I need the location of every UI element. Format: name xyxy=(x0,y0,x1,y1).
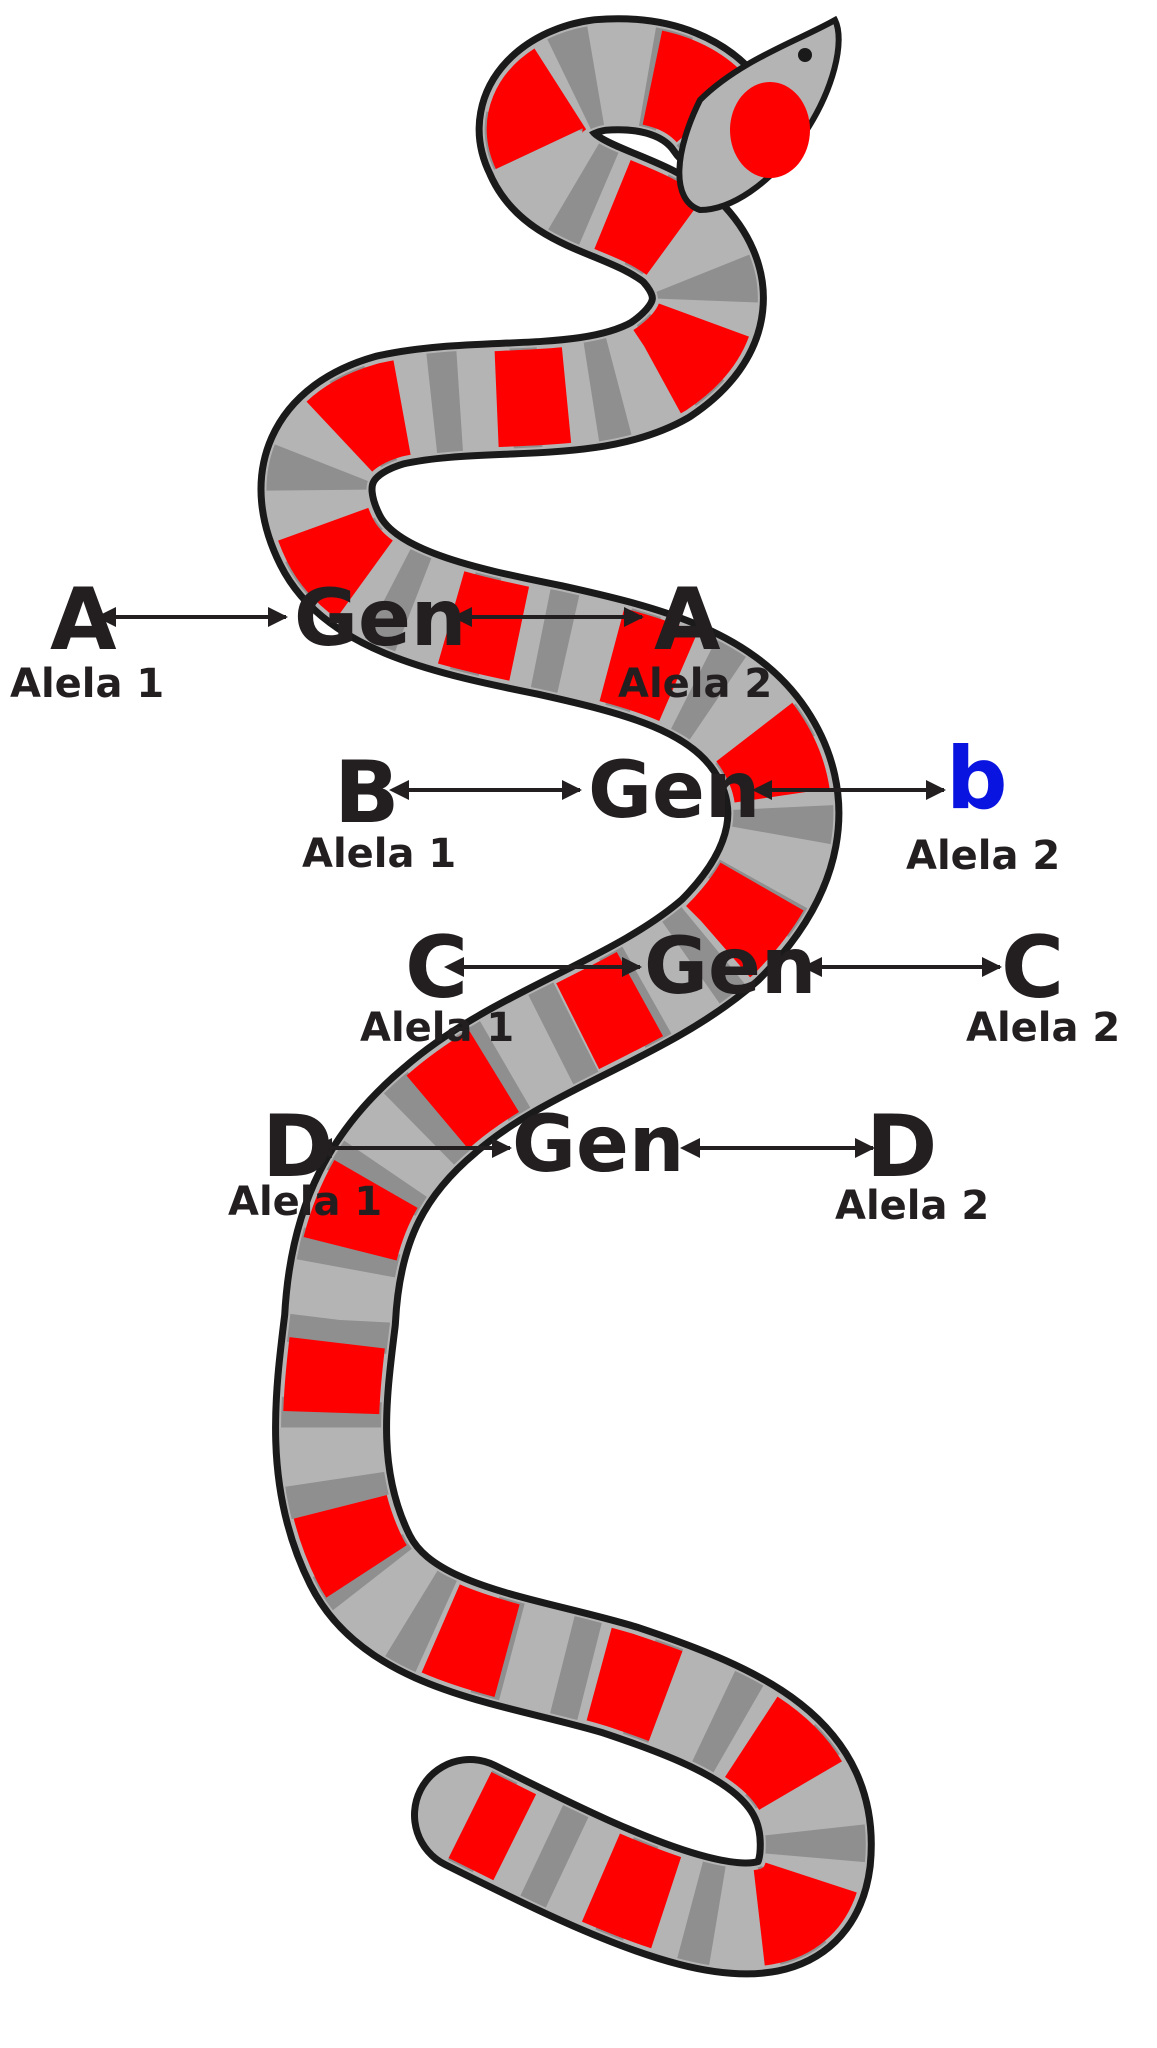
allele1-label: Alela 1 xyxy=(302,831,457,877)
allele2-letter: C xyxy=(1001,918,1065,1018)
allele1-letter: D xyxy=(262,1097,334,1197)
snake-icon xyxy=(257,15,875,1978)
allele1-letter: C xyxy=(405,918,469,1018)
gene-label: Gen xyxy=(644,922,817,1012)
allele2-letter: D xyxy=(866,1097,938,1197)
allele1-label: Alela 1 xyxy=(228,1179,383,1225)
allele2-label: Alela 2 xyxy=(906,833,1061,879)
snake-eye xyxy=(798,48,812,62)
allele2-label: Alela 2 xyxy=(618,661,773,707)
allele-arrows xyxy=(96,607,1002,1158)
gene-label: Gen xyxy=(294,574,467,664)
snake-head-spot xyxy=(730,82,810,178)
allele2-letter: A xyxy=(654,570,721,670)
allele1-label: Alela 1 xyxy=(360,1005,515,1051)
allele1-letter: B xyxy=(334,743,400,843)
allele2-letter-highlighted: b xyxy=(946,729,1008,829)
allele1-label: Alela 1 xyxy=(10,661,165,707)
gene-label: Gen xyxy=(512,1100,685,1190)
snake-red-spots xyxy=(268,26,864,1967)
gene-label: Gen xyxy=(588,746,761,836)
allele2-label: Alela 2 xyxy=(966,1005,1121,1051)
allele1-letter: A xyxy=(50,570,117,670)
allele2-label: Alela 2 xyxy=(835,1183,990,1229)
